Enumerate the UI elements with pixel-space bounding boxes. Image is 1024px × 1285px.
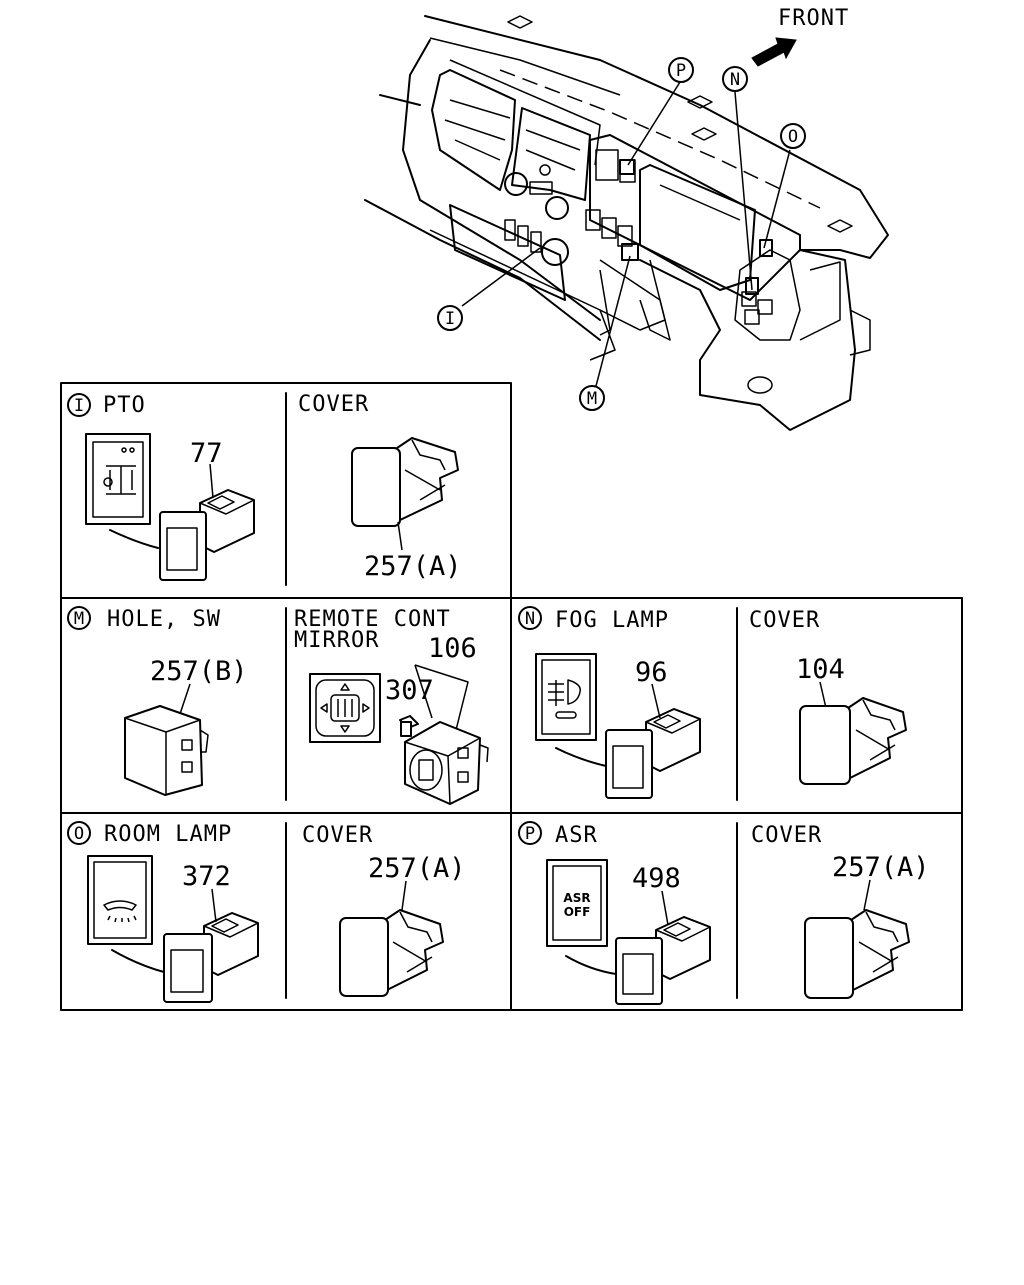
fog-indicator-plate (535, 653, 597, 741)
cover-part-number: 257(A) (364, 551, 462, 582)
part-number: 77 (190, 438, 223, 469)
callout-i: I (437, 305, 463, 331)
panel-title: FOG LAMP (555, 608, 669, 633)
panel-letter: M (74, 609, 84, 629)
front-arrow-icon (751, 37, 797, 67)
callout-o: O (780, 123, 806, 149)
svg-text:O: O (788, 127, 798, 147)
panel-title: PTO (103, 393, 146, 418)
panel-asr: P ASR ASR OFF 498 COVER 257(A) (518, 821, 930, 1005)
pto-switch (159, 489, 255, 581)
cover-title: COVER (749, 608, 820, 633)
fog-lamp-switch (605, 708, 701, 799)
cover-part (799, 697, 907, 785)
cover-part (339, 909, 444, 997)
dashboard-overview: FRONT (364, 6, 889, 431)
svg-text:N: N (730, 70, 740, 90)
fog-lamp-icon (548, 679, 581, 706)
panel-letter: N (525, 609, 535, 629)
panel-letter-circle (67, 393, 91, 417)
callout-m: M (579, 385, 605, 411)
cover-part (351, 437, 459, 527)
cover-part-number: 257(A) (832, 852, 930, 883)
pto-symbol-icon (103, 465, 136, 495)
panel-room-lamp: O ROOM LAMP 372 COVER 257(A) (67, 821, 466, 1003)
front-label: FRONT (778, 6, 849, 31)
panel-remote-mirror: REMOTE CONT MIRROR 106 307 (294, 607, 489, 805)
mirror-switch (404, 721, 489, 805)
panel-title: ROOM LAMP (104, 822, 232, 847)
callout-p: P (668, 57, 694, 83)
asr-label: ASR (563, 891, 590, 905)
panel-title: HOLE, SW (107, 607, 221, 632)
knob-part-number: 307 (385, 675, 434, 706)
panel-pto: I PTO 77 COVER (67, 392, 462, 582)
detail-grid (60, 382, 963, 1011)
room-lamp-switch (163, 912, 259, 1003)
cover-part (804, 909, 910, 999)
panel-title: ASR (555, 823, 598, 848)
svg-text:M: M (587, 389, 597, 409)
asr-off-label: OFF (564, 905, 591, 919)
panel-fog-lamp: N FOG LAMP 96 COVER 104 (518, 606, 907, 799)
assembly-part-number: 106 (428, 633, 477, 664)
svg-text:I: I (445, 309, 455, 329)
callout-n: N (722, 66, 748, 92)
room-lamp-indicator-plate (87, 855, 153, 945)
part-number: 257(B) (150, 656, 248, 687)
mirror-indicator-plate (309, 673, 381, 743)
cover-title: COVER (302, 823, 373, 848)
panel-letter: P (525, 824, 535, 844)
cover-title: COVER (751, 823, 822, 848)
part-number: 372 (182, 861, 231, 892)
cover-part-number: 257(A) (368, 853, 466, 884)
room-lamp-icon (103, 900, 137, 923)
cover-title: COVER (298, 392, 369, 417)
pto-indicator-plate (85, 433, 151, 525)
asr-switch (615, 916, 711, 1005)
asr-indicator-plate: ASR OFF (546, 859, 608, 947)
panel-title-line1: REMOTE CONT (294, 607, 451, 632)
part-number: 498 (632, 863, 681, 894)
part-number: 96 (635, 657, 668, 688)
cover-part-number: 104 (796, 654, 845, 685)
mirror-knob (399, 715, 419, 737)
panel-title-line2: MIRROR (294, 628, 379, 653)
panel-letter: I (74, 396, 84, 416)
svg-text:P: P (676, 61, 686, 81)
panel-hole-sw: M HOLE, SW 257(B) (67, 606, 248, 796)
panel-letter: O (74, 824, 84, 844)
hole-cover-part (124, 705, 209, 796)
